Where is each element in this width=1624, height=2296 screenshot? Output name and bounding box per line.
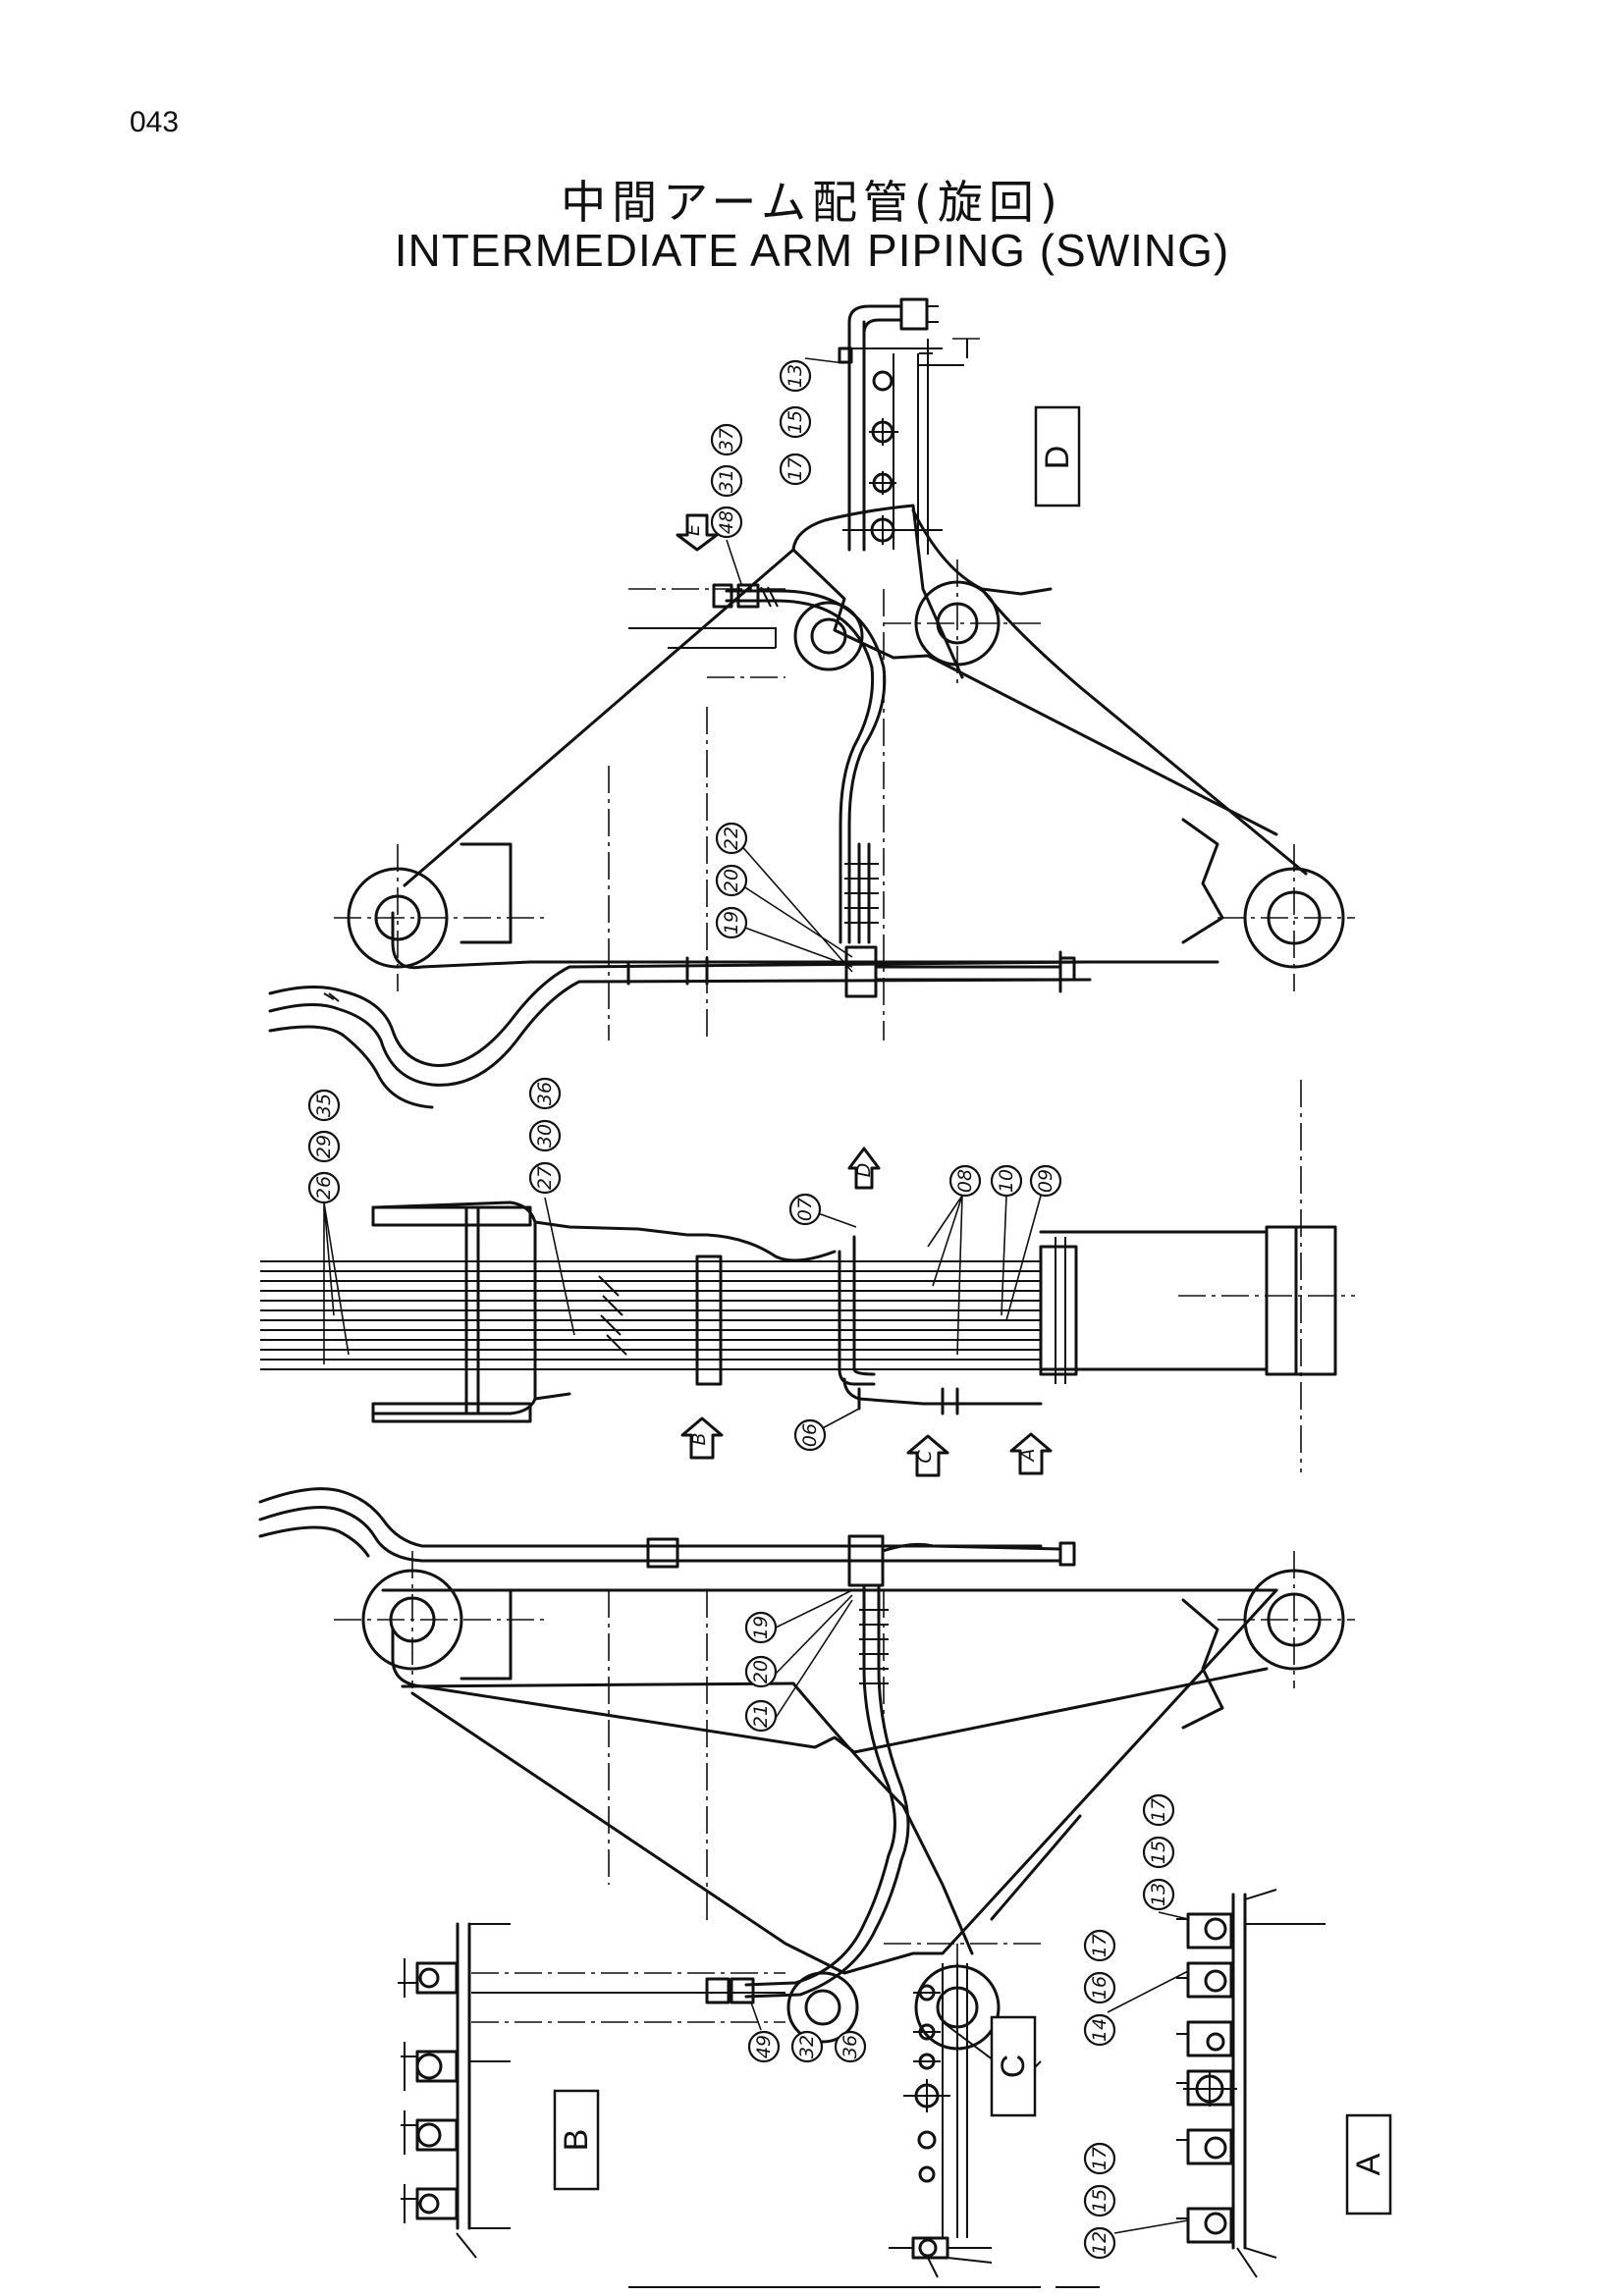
svg-text:15: 15 bbox=[1148, 1841, 1169, 1864]
svg-text:08: 08 bbox=[954, 1169, 976, 1193]
svg-text:D: D bbox=[853, 1163, 875, 1178]
view-arrow-c: C bbox=[906, 1434, 949, 1477]
svg-text:17: 17 bbox=[1148, 1798, 1169, 1822]
svg-text:21: 21 bbox=[750, 1704, 772, 1728]
detail-d: D bbox=[838, 297, 1081, 555]
callout-group-upper-clamp: 19 20 22 bbox=[715, 822, 853, 973]
callout-mid-bottom: 06 bbox=[793, 1408, 860, 1452]
lower-arm bbox=[334, 1551, 1355, 2083]
callout-group-d: 17 15 13 bbox=[779, 357, 845, 486]
svg-text:48: 48 bbox=[716, 510, 737, 534]
svg-text:49: 49 bbox=[753, 2035, 775, 2058]
svg-text:19: 19 bbox=[721, 911, 742, 934]
page-number: 043 bbox=[130, 106, 180, 138]
svg-text:26: 26 bbox=[313, 1176, 335, 1200]
callout-group-lower-clamp: 19 20 21 bbox=[744, 1589, 853, 1733]
svg-text:07: 07 bbox=[794, 1198, 816, 1221]
upper-left-hose bbox=[268, 945, 1092, 1109]
svg-text:35: 35 bbox=[313, 1094, 335, 1117]
svg-text:22: 22 bbox=[721, 827, 742, 850]
callout-mid-top: 07 bbox=[788, 1193, 857, 1228]
svg-text:29: 29 bbox=[313, 1135, 335, 1158]
svg-text:12: 12 bbox=[1089, 2231, 1110, 2255]
callout-group-a-mid: 14 16 17 bbox=[1083, 1929, 1189, 2047]
svg-text:32: 32 bbox=[796, 2035, 818, 2058]
callout-group-upper-end: 48 31 37 bbox=[710, 423, 743, 585]
svg-text:E: E bbox=[682, 524, 704, 536]
callout-group-mid-mid: 27 30 36 bbox=[528, 1077, 575, 1336]
view-arrow-d: D bbox=[847, 1147, 881, 1190]
svg-text:36: 36 bbox=[534, 1082, 556, 1105]
view-arrow-e: E bbox=[676, 513, 719, 552]
svg-text:15: 15 bbox=[785, 410, 806, 434]
middle-bundle bbox=[260, 1080, 1355, 1472]
svg-text:30: 30 bbox=[534, 1124, 556, 1148]
svg-text:15: 15 bbox=[1089, 2189, 1110, 2213]
svg-text:20: 20 bbox=[750, 1660, 772, 1683]
callout-group-lower-end: 49 32 36 bbox=[747, 2002, 867, 2063]
title-japanese: 中間アーム配管(旋回) bbox=[561, 176, 1063, 229]
svg-text:19: 19 bbox=[750, 1616, 772, 1639]
view-label-a: A bbox=[1350, 2153, 1387, 2175]
svg-text:17: 17 bbox=[1089, 2147, 1110, 2170]
callout-group-mid-left: 26 29 35 bbox=[307, 1089, 350, 1364]
svg-text:36: 36 bbox=[839, 2035, 861, 2058]
view-label-d: D bbox=[1039, 446, 1076, 470]
svg-text:13: 13 bbox=[1148, 1883, 1169, 1906]
svg-text:A: A bbox=[1017, 1449, 1039, 1464]
svg-text:17: 17 bbox=[785, 457, 806, 481]
svg-text:20: 20 bbox=[721, 869, 742, 892]
upper-hose bbox=[712, 583, 887, 944]
svg-text:27: 27 bbox=[534, 1166, 556, 1190]
detail-c: C bbox=[889, 1963, 1037, 2278]
svg-text:C: C bbox=[914, 1450, 936, 1464]
svg-text:16: 16 bbox=[1089, 1976, 1110, 2000]
svg-text:31: 31 bbox=[716, 469, 737, 493]
svg-text:17: 17 bbox=[1089, 1934, 1110, 1957]
svg-text:37: 37 bbox=[716, 428, 737, 452]
svg-text:06: 06 bbox=[799, 1423, 821, 1447]
view-label-c: C bbox=[995, 2055, 1032, 2079]
detail-b: B bbox=[398, 1922, 600, 2259]
callout-group-a-top: 13 15 17 bbox=[1142, 1793, 1189, 1920]
callout-group-a-bot: 12 15 17 bbox=[1083, 2142, 1189, 2260]
detail-a: A bbox=[1176, 1889, 1392, 2278]
view-arrow-b: B bbox=[680, 1416, 724, 1460]
svg-text:09: 09 bbox=[1035, 1169, 1056, 1193]
svg-text:B: B bbox=[688, 1432, 710, 1445]
view-label-b: B bbox=[558, 2129, 595, 2152]
upper-arm bbox=[334, 504, 1355, 1041]
callout-group-mid-right: 08 10 09 bbox=[927, 1164, 1062, 1356]
svg-text:14: 14 bbox=[1089, 2018, 1110, 2042]
lower-hose bbox=[258, 1487, 1076, 2004]
svg-text:10: 10 bbox=[996, 1169, 1017, 1193]
view-arrow-a: A bbox=[1009, 1432, 1053, 1475]
svg-text:13: 13 bbox=[785, 364, 806, 388]
title-english: INTERMEDIATE ARM PIPING (SWING) bbox=[394, 225, 1230, 276]
